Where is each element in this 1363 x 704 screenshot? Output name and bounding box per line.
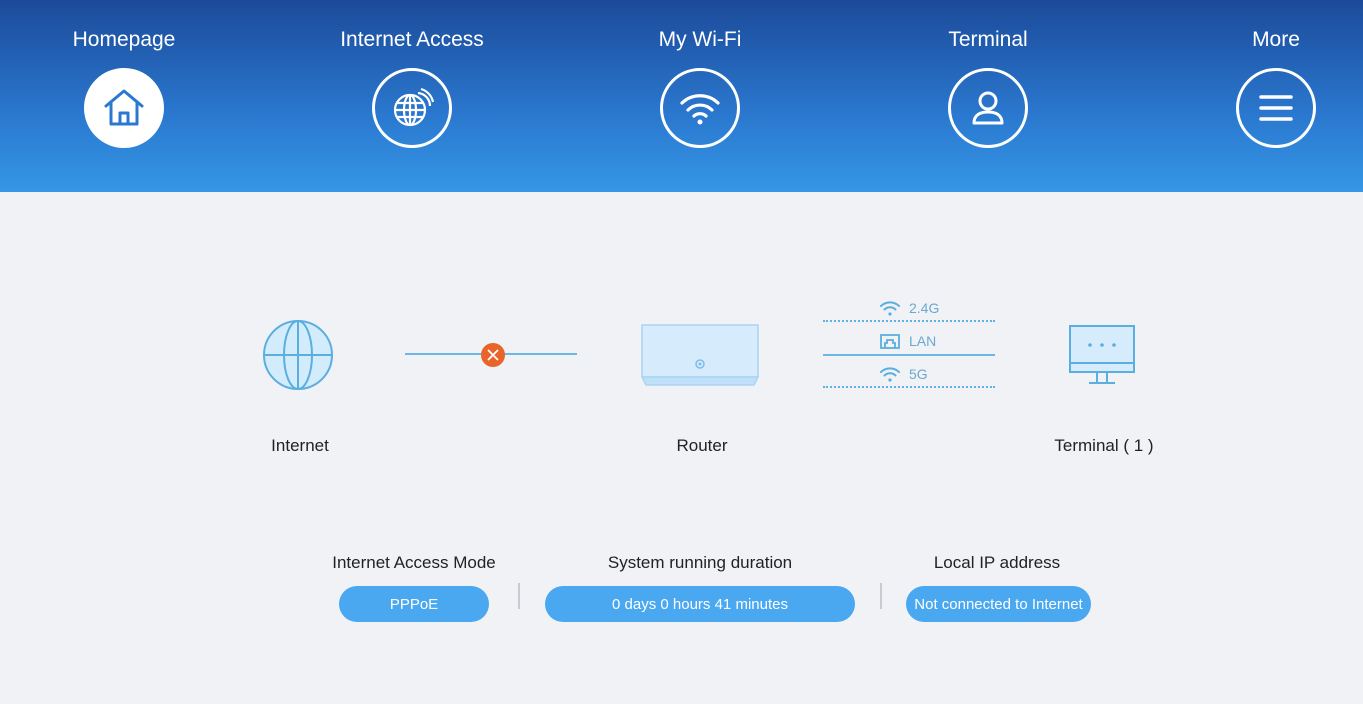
link-5g-label: 5G bbox=[909, 366, 928, 382]
running-duration-value: 0 days 0 hours 41 minutes bbox=[545, 586, 855, 622]
wifi-icon[interactable] bbox=[660, 68, 740, 148]
link-24g: 2.4G bbox=[879, 299, 939, 317]
terminal-monitor-icon[interactable] bbox=[1069, 325, 1135, 385]
connection-error-icon bbox=[481, 343, 505, 367]
nav-my-wifi-label: My Wi-Fi bbox=[658, 28, 742, 51]
local-ip-title: Local IP address bbox=[933, 553, 1061, 572]
link-24g-line bbox=[823, 320, 995, 322]
nav-terminal-label: Terminal bbox=[948, 28, 1028, 51]
link-24g-label: 2.4G bbox=[909, 300, 940, 316]
terminal-label: Terminal ( 1 ) bbox=[1054, 436, 1154, 455]
nav-internet-access-label: Internet Access bbox=[340, 28, 484, 51]
link-5g-line bbox=[823, 386, 995, 388]
nav-more[interactable]: More bbox=[1176, 0, 1363, 192]
wifi-5g-icon bbox=[880, 367, 900, 382]
user-icon[interactable] bbox=[948, 68, 1028, 148]
wifi-24g-icon bbox=[880, 301, 900, 316]
top-nav-bar: Homepage Internet Access My Wi- bbox=[0, 0, 1363, 192]
internet-access-mode-value: PPPoE bbox=[339, 586, 489, 622]
nav-homepage-label: Homepage bbox=[72, 28, 176, 51]
internet-access-mode-title: Internet Access Mode bbox=[332, 553, 496, 572]
link-lan: LAN bbox=[879, 332, 936, 350]
link-lan-line bbox=[823, 354, 995, 356]
divider bbox=[880, 583, 882, 609]
nav-my-wifi[interactable]: My Wi-Fi bbox=[600, 0, 800, 192]
router-icon[interactable] bbox=[641, 324, 759, 386]
running-duration-title: System running duration bbox=[607, 553, 793, 572]
divider bbox=[518, 583, 520, 609]
menu-icon[interactable] bbox=[1236, 68, 1316, 148]
nav-more-label: More bbox=[1252, 28, 1300, 51]
internet-globe-icon[interactable] bbox=[262, 319, 334, 391]
home-icon[interactable] bbox=[84, 68, 164, 148]
internet-label: Internet bbox=[271, 436, 329, 455]
nav-terminal[interactable]: Terminal bbox=[888, 0, 1088, 192]
local-ip-value: Not connected to Internet bbox=[906, 586, 1091, 622]
nav-homepage[interactable]: Homepage bbox=[24, 0, 224, 192]
router-label: Router bbox=[676, 436, 728, 455]
link-lan-label: LAN bbox=[909, 333, 937, 349]
nav-internet-access[interactable]: Internet Access bbox=[312, 0, 512, 192]
lan-port-icon bbox=[880, 334, 900, 349]
link-5g: 5G bbox=[879, 365, 928, 383]
globe-icon[interactable] bbox=[372, 68, 452, 148]
